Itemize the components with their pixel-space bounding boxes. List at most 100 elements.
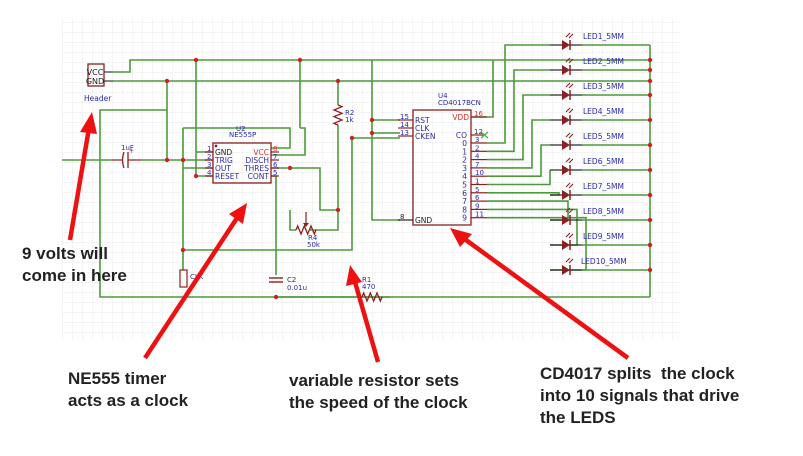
r4-value: 50k <box>307 241 321 249</box>
led-array: LED1_5MMLED2_5MMLED3_5MMLED4_5MMLED5_5MM… <box>550 32 627 275</box>
junction-dot <box>164 157 170 163</box>
wire-cd-gnd <box>371 120 400 221</box>
cd4017-pin-number: 13 <box>400 129 409 137</box>
cd4017-vdd-number: 16 <box>474 110 483 118</box>
r2-value: 1k <box>345 116 354 124</box>
header-pin-vcc: VCC <box>87 68 104 77</box>
junction-dot <box>164 78 170 84</box>
ne555-pin-name: GND <box>215 148 232 157</box>
wire-output-3 <box>487 119 550 169</box>
c1-value: 1uF <box>121 144 134 152</box>
arrow-timer <box>143 203 247 360</box>
arrow-counter <box>450 228 630 360</box>
junctions <box>164 57 653 300</box>
c2-value: 0.01u <box>287 284 307 292</box>
wire-thres <box>271 167 321 200</box>
components <box>179 104 383 303</box>
junction-dot <box>647 78 653 84</box>
cd4017-output-name: 2 <box>462 156 467 165</box>
cd4017-vdd-name: VDD <box>452 113 469 122</box>
cd4017-output-name: 7 <box>462 197 467 206</box>
junction-dot <box>193 57 199 63</box>
led-3: LED3_5MM <box>550 82 624 100</box>
led-4: LED4_5MM <box>550 107 624 125</box>
cd4017-pin-number: 8 <box>400 213 404 221</box>
cd4017-ref: U4 <box>438 92 448 100</box>
led-10: LED10_5MM <box>550 257 627 275</box>
junction-dot <box>180 247 186 253</box>
junction-dot <box>180 157 186 163</box>
led-label: LED7_5MM <box>583 182 624 191</box>
r2-ref: R2 <box>345 109 354 117</box>
junction-dot <box>647 167 653 173</box>
junction-dot <box>349 135 355 141</box>
cd4017-output-pin: 1 <box>475 178 479 186</box>
led-1: LED1_5MM <box>550 32 624 50</box>
ne555-pin-number: 6 <box>273 161 278 169</box>
ne555-pin-name: VCC <box>253 148 269 157</box>
ne555-pin-name: OUT <box>215 164 231 173</box>
cd4017-part: CD4017BCN <box>438 99 481 107</box>
cd4017-pin-name: RST <box>415 116 430 125</box>
ne555-pin-number: 5 <box>273 169 277 177</box>
junction-dot <box>647 267 653 273</box>
grid-background <box>62 18 680 340</box>
junction-dot <box>335 207 341 213</box>
junction-dot <box>647 67 653 73</box>
cd4017-output-name: 1 <box>462 147 467 156</box>
r1-value: 470 <box>362 283 375 291</box>
led-8: LED8_5MM <box>550 207 624 225</box>
ne555-pin-name: RESET <box>215 172 239 181</box>
cd4017-co-number: 12 <box>474 128 483 136</box>
cd4017-output-name: 6 <box>462 189 467 198</box>
cd4017-output-name: 5 <box>462 181 467 190</box>
led-label: LED6_5MM <box>583 157 624 166</box>
junction-dot <box>369 117 375 123</box>
cd4017-output-name: 3 <box>462 164 467 173</box>
header-ref: Header <box>84 94 112 103</box>
junction-dot <box>647 217 653 223</box>
cd4017-output-pin: 6 <box>475 194 480 202</box>
r1-ref: R1 <box>362 276 371 284</box>
wire-output-1 <box>487 69 550 153</box>
arrow-power <box>67 112 97 241</box>
junction-dot <box>193 173 199 179</box>
clk-port <box>179 269 188 288</box>
cd4017-output-pin: 3 <box>475 136 479 144</box>
cd4017-output-name: 0 <box>462 139 467 148</box>
led-9: LED9_5MM <box>550 232 624 250</box>
junction-dot <box>335 78 341 84</box>
wire-output-0 <box>487 44 550 144</box>
junction-dot <box>647 142 653 148</box>
junction-dot <box>647 192 653 198</box>
r4-wiper-head <box>303 223 309 227</box>
junction-dot <box>369 130 375 136</box>
wire-output-4 <box>487 144 550 177</box>
no-connect-icon <box>480 131 489 139</box>
ne555-pin-name: THRES <box>243 164 269 173</box>
ne555-pin-number: 4 <box>207 169 212 177</box>
junction-dot <box>273 294 279 300</box>
cd4017-output-pin: 9 <box>475 202 479 210</box>
cd4017-output-pin: 10 <box>475 169 484 177</box>
potentiometer-r4 <box>295 224 317 236</box>
wire-output-2 <box>487 94 550 161</box>
wire-disch <box>271 127 306 156</box>
cd4017-output-pin: 4 <box>475 153 480 161</box>
led-label: LED3_5MM <box>583 82 624 91</box>
cd4017-output-pin: 2 <box>475 144 479 152</box>
led-5: LED5_5MM <box>550 132 624 150</box>
annotation-variable-resistor: variable resistor sets the speed of the … <box>289 371 468 412</box>
ne555-pin-number: 1 <box>207 145 211 153</box>
header-pin-gnd: GND <box>86 77 104 86</box>
led-label: LED4_5MM <box>583 107 624 116</box>
ne555-pin-number: 3 <box>207 161 211 169</box>
cd4017-co-name: CO <box>456 131 467 140</box>
c2-ref: C2 <box>287 276 296 284</box>
junction-dot <box>647 117 653 123</box>
cd4017-output-pin: 7 <box>475 161 479 169</box>
wire-output-5 <box>487 170 551 186</box>
wire-vcc-rail <box>113 59 650 73</box>
